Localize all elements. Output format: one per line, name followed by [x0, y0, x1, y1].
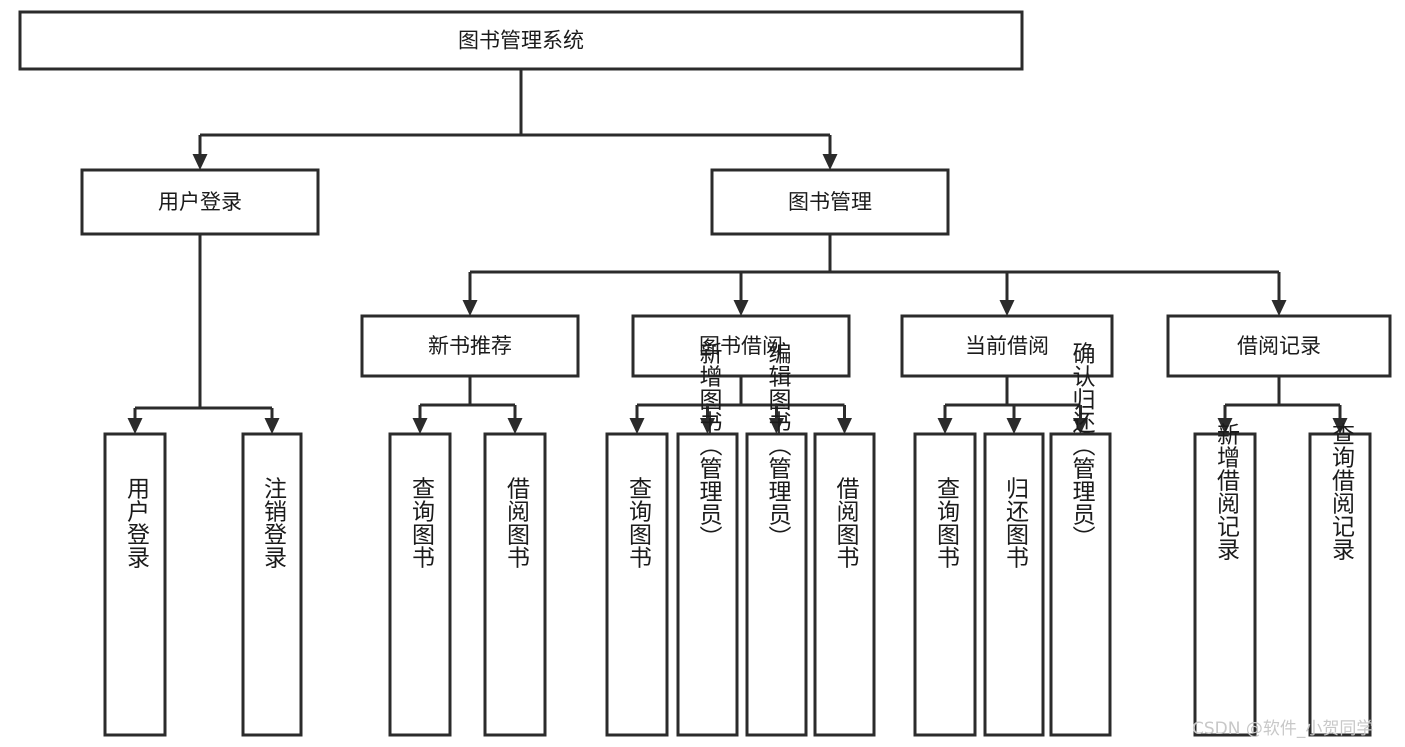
node-label-leaf-query-book-2: 查询图书: [625, 477, 653, 569]
node-box-leaf-return-book[interactable]: [983, 432, 1045, 737]
node-box-leaf-query-record[interactable]: [1308, 432, 1372, 737]
node-leaf-add-book[interactable]: 新增图书（管理员）: [676, 342, 739, 737]
node-box-leaf-user-login[interactable]: [103, 432, 167, 737]
node-box-leaf-confirm-return[interactable]: [1049, 432, 1112, 737]
node-layer: 图书管理系统用户登录图书管理新书推荐图书借阅当前借阅借阅记录用户登录注销登录查询…: [18, 10, 1392, 737]
node-box-root[interactable]: [18, 10, 1024, 71]
node-box-leaf-edit-book[interactable]: [745, 432, 808, 737]
node-box-leaf-query-book-2[interactable]: [605, 432, 669, 737]
node-leaf-logout[interactable]: 注销登录: [241, 432, 303, 737]
node-label-leaf-edit-book: 编辑图书（管理员）: [764, 342, 792, 549]
node-leaf-add-record[interactable]: 新增借阅记录: [1193, 423, 1257, 737]
node-book-borrow[interactable]: 图书借阅: [631, 314, 851, 378]
node-user-login[interactable]: 用户登录: [80, 168, 320, 236]
node-box-new-book-rec[interactable]: [360, 314, 580, 378]
node-leaf-query-book-2[interactable]: 查询图书: [605, 432, 669, 737]
node-leaf-user-login[interactable]: 用户登录: [103, 432, 167, 737]
node-leaf-confirm-return[interactable]: 确认归还（管理员）: [1049, 342, 1112, 737]
node-label-leaf-logout: 注销登录: [260, 477, 288, 569]
node-label-leaf-add-book: 新增图书（管理员）: [695, 342, 723, 549]
node-label-leaf-borrow-book-1: 借阅图书: [503, 477, 531, 569]
node-box-leaf-logout[interactable]: [241, 432, 303, 737]
node-current-borrow[interactable]: 当前借阅: [900, 314, 1114, 378]
node-label-leaf-user-login: 用户登录: [123, 477, 151, 569]
node-label-leaf-query-book-3: 查询图书: [933, 477, 961, 569]
node-label-new-book-rec: 新书推荐: [428, 334, 512, 358]
node-label-leaf-add-record: 新增借阅记录: [1213, 423, 1241, 561]
node-book-manage[interactable]: 图书管理: [710, 168, 950, 236]
node-root[interactable]: 图书管理系统: [18, 10, 1024, 71]
node-leaf-query-book-1[interactable]: 查询图书: [388, 432, 452, 737]
node-label-book-manage: 图书管理: [788, 190, 872, 214]
node-label-borrow-record: 借阅记录: [1237, 334, 1321, 358]
node-leaf-borrow-book-2[interactable]: 借阅图书: [813, 432, 876, 737]
node-box-leaf-query-book-3[interactable]: [913, 432, 977, 737]
node-label-leaf-confirm-return: 确认归还（管理员）: [1068, 342, 1096, 549]
node-label-book-borrow: 图书借阅: [699, 334, 783, 358]
node-box-leaf-add-book[interactable]: [676, 432, 739, 737]
node-box-borrow-record[interactable]: [1166, 314, 1392, 378]
node-label-leaf-return-book: 归还图书: [1002, 477, 1030, 569]
node-box-user-login[interactable]: [80, 168, 320, 236]
node-box-leaf-add-record[interactable]: [1193, 432, 1257, 737]
node-new-book-rec[interactable]: 新书推荐: [360, 314, 580, 378]
node-box-leaf-query-book-1[interactable]: [388, 432, 452, 737]
node-label-leaf-borrow-book-2: 借阅图书: [832, 477, 860, 569]
node-label-leaf-query-record: 查询借阅记录: [1328, 423, 1356, 561]
node-box-leaf-borrow-book-1[interactable]: [483, 432, 547, 737]
node-box-leaf-borrow-book-2[interactable]: [813, 432, 876, 737]
node-label-root: 图书管理系统: [458, 29, 584, 53]
node-leaf-borrow-book-1[interactable]: 借阅图书: [483, 432, 547, 737]
node-label-leaf-query-book-1: 查询图书: [408, 477, 436, 569]
csdn-watermark: CSDN @软件_小贺同学: [1192, 719, 1374, 739]
node-box-book-manage[interactable]: [710, 168, 950, 236]
connector-layer: [127, 69, 1348, 434]
node-box-current-borrow[interactable]: [900, 314, 1114, 378]
node-leaf-edit-book[interactable]: 编辑图书（管理员）: [745, 342, 808, 737]
node-leaf-query-book-3[interactable]: 查询图书: [913, 432, 977, 737]
node-label-current-borrow: 当前借阅: [965, 334, 1049, 358]
node-borrow-record[interactable]: 借阅记录: [1166, 314, 1392, 378]
node-label-user-login: 用户登录: [158, 190, 242, 214]
node-box-book-borrow[interactable]: [631, 314, 851, 378]
node-leaf-query-record[interactable]: 查询借阅记录: [1308, 423, 1372, 737]
node-leaf-return-book[interactable]: 归还图书: [983, 432, 1045, 737]
